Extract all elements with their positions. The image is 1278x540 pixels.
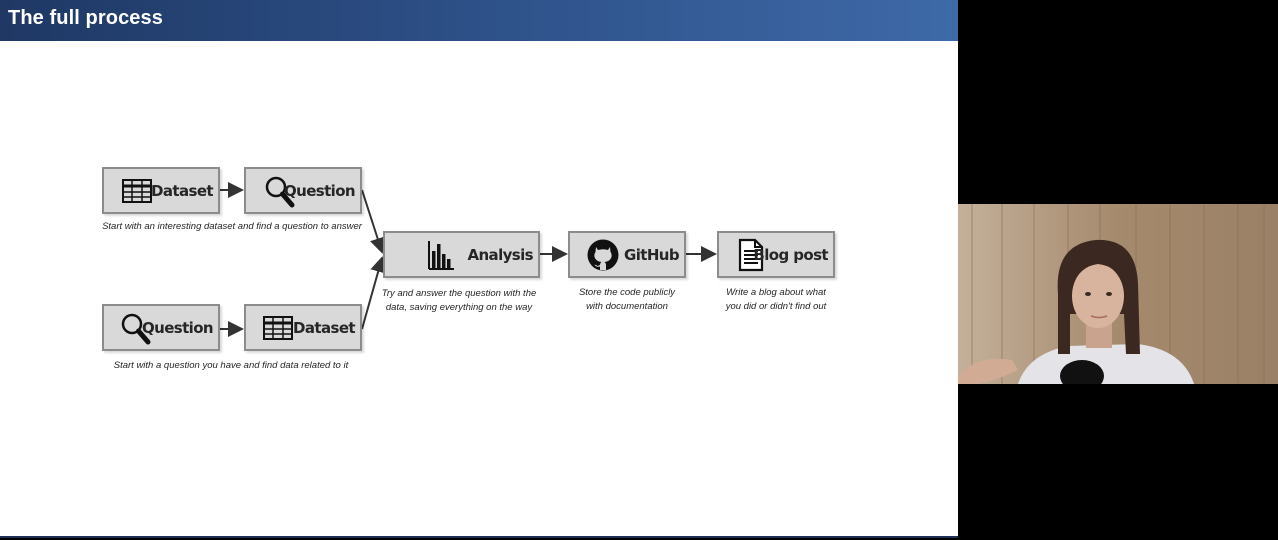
caption-line: Write a blog about what [726,287,826,298]
magnifier-icon [265,176,295,208]
box-label: Dataset [151,182,214,200]
table-grid-icon [263,316,293,340]
box-label: Blog post [753,246,828,264]
box-label: GitHub [624,246,680,264]
document-icon [738,238,764,272]
blog-caption: Write a blog about what you did or didn'… [705,286,847,314]
github-octocat-icon [587,239,619,271]
blog-post-box: Blog post [717,231,835,278]
analysis-caption: Try and answer the question with the dat… [378,287,540,315]
box-label: Question [141,319,214,337]
question-box-top: Question [244,167,362,214]
caption-line: Store the code publicly [578,287,676,298]
dataset-box-top: Dataset [102,167,220,214]
caption-line: data, saving everything on the way [385,302,533,313]
flow-arrows [220,182,717,337]
presenter-video-image [958,204,1278,384]
bottom-path-caption: Start with a question you have and find … [113,360,349,371]
box-label: Analysis [467,246,533,264]
box-label: Dataset [293,319,356,337]
magnifier-icon [121,313,151,345]
slide-title-bar: The full process [0,0,958,41]
analysis-box: Analysis [383,231,540,278]
github-caption: Store the code publicly with documentati… [556,286,698,314]
presentation-slide: The full process Dataset Q [0,0,958,538]
box-label: Question [283,182,356,200]
slide-bottom-border [0,536,958,538]
table-grid-icon [122,179,152,203]
bar-chart-icon [428,241,454,270]
dataset-box-bottom: Dataset [244,304,362,351]
github-box: GitHub [568,231,686,278]
top-path-caption: Start with an interesting dataset and fi… [102,221,362,232]
slide-title: The full process [8,7,163,29]
caption-line: with documentation [586,301,668,312]
presenter-video-feed [958,204,1278,384]
caption-line: you did or didn't find out [725,301,827,312]
arrow-dataset-to-analysis [361,256,386,330]
question-box-bottom: Question [102,304,220,351]
arrow-question-to-analysis [361,189,386,254]
caption-line: Try and answer the question with the [381,288,537,299]
